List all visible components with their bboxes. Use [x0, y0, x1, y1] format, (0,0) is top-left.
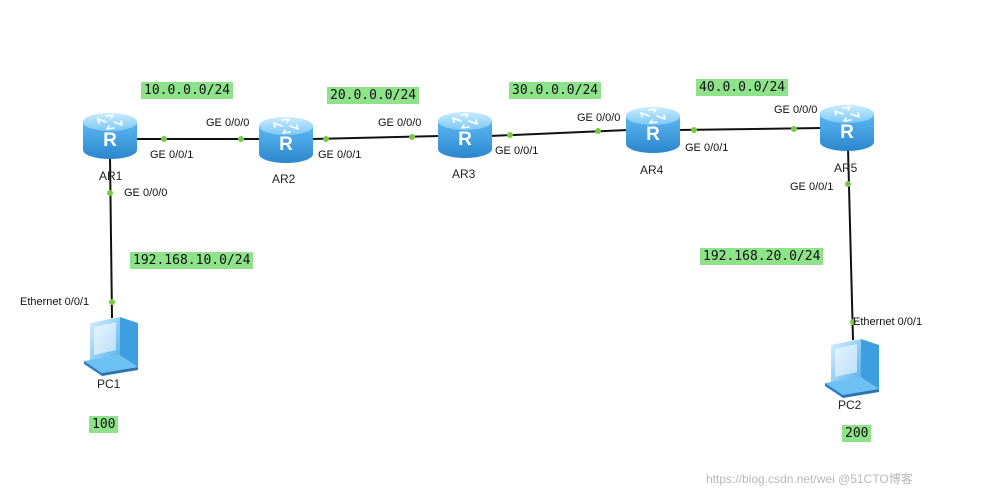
port-dot: [161, 136, 167, 142]
port-dot: [850, 319, 856, 325]
port-label-ar5-ge001: GE 0/0/1: [790, 181, 834, 193]
port-label-ar5-ge000: GE 0/0/0: [774, 104, 818, 116]
router-ar4-icon[interactable]: [625, 106, 681, 154]
port-dot: [107, 190, 113, 196]
label-pc1: PC1: [97, 377, 121, 391]
port-dot: [507, 132, 513, 138]
port-label-pc1-eth: Ethernet 0/0/1: [20, 296, 90, 308]
port-dot: [409, 134, 415, 140]
label-ar1: AR1: [99, 169, 123, 183]
router-ar3-icon[interactable]: [437, 111, 493, 159]
port-label-ar1-ge000: GE 0/0/0: [124, 187, 168, 199]
port-dot: [109, 299, 115, 305]
link-ar5-pc2: [847, 147, 854, 341]
network-label-10: 10.0.0.0/24: [141, 82, 234, 99]
port-dot: [323, 136, 329, 142]
label-ar5: AR5: [834, 161, 858, 175]
tag-label-pc1: 100: [89, 416, 119, 433]
network-label-lan1: 192.168.10.0/24: [130, 252, 254, 269]
label-pc2: PC2: [838, 398, 862, 412]
label-ar3: AR3: [452, 167, 476, 181]
watermark: https://blog.csdn.net/wei @51CTO博客: [706, 472, 913, 486]
network-label-lan2: 192.168.20.0/24: [700, 248, 824, 265]
link-ar1-pc1: [109, 157, 113, 319]
pc2-icon[interactable]: [825, 339, 879, 398]
port-dot: [595, 128, 601, 134]
network-label-20: 20.0.0.0/24: [327, 87, 420, 104]
router-ar1-icon[interactable]: [82, 112, 138, 160]
port-dot: [691, 127, 697, 133]
pc1-icon[interactable]: [84, 317, 138, 376]
port-label-ar2-ge000: GE 0/0/0: [206, 117, 250, 129]
label-ar2: AR2: [272, 172, 296, 186]
port-label-ar3-ge001: GE 0/0/1: [495, 145, 539, 157]
port-dot: [791, 126, 797, 132]
link-ar2-ar3: [311, 135, 441, 140]
label-ar4: AR4: [640, 163, 664, 177]
port-label-pc2-eth: Ethernet 0/0/1: [853, 316, 923, 328]
port-label-ar3-ge000: GE 0/0/0: [378, 117, 422, 129]
port-label-ar1-ge001: GE 0/0/1: [150, 149, 194, 161]
tag-label-pc2: 200: [842, 425, 872, 442]
port-label-ar4-ge000: GE 0/0/0: [577, 112, 621, 124]
port-dot: [238, 136, 244, 142]
router-ar5-icon[interactable]: [819, 104, 875, 152]
port-label-ar4-ge001: GE 0/0/1: [685, 142, 729, 154]
port-label-ar2-ge001: GE 0/0/1: [318, 149, 362, 161]
port-dot: [845, 181, 851, 187]
link-ar4-ar5: [677, 127, 823, 131]
router-ar2-icon[interactable]: [258, 116, 314, 164]
network-label-30: 30.0.0.0/24: [509, 82, 602, 99]
network-label-40: 40.0.0.0/24: [696, 79, 789, 96]
